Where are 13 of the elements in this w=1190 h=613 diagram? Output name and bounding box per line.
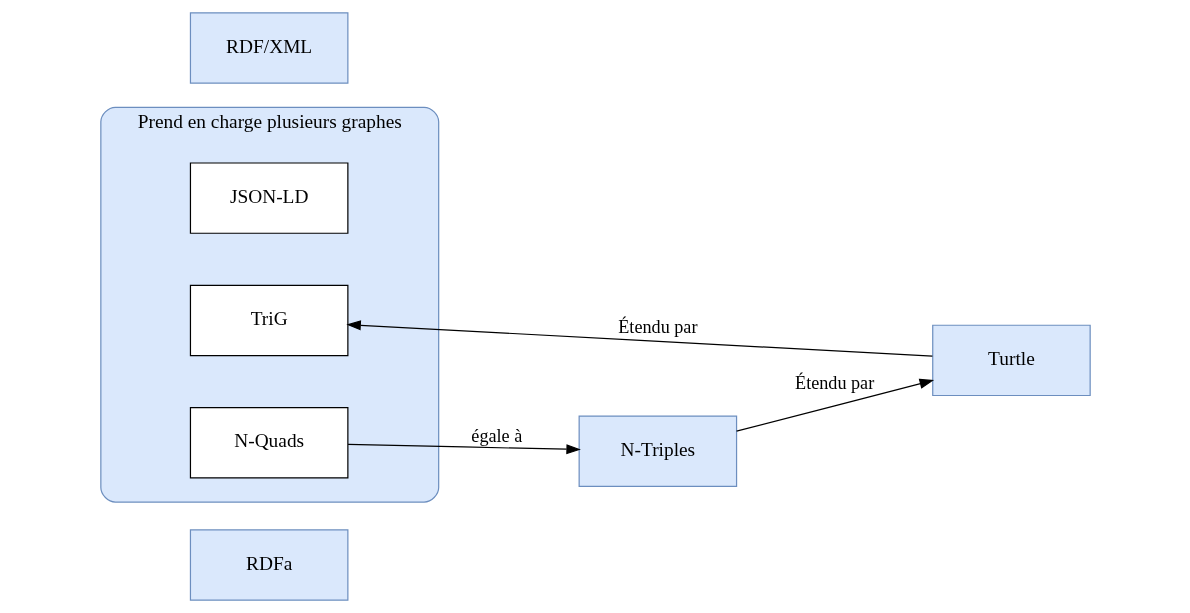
arrow [346,443,581,455]
node-box: TriG [189,284,348,357]
edge-label: égale à [470,425,522,446]
node-box: RDFa [189,529,348,601]
arrow [345,320,933,357]
arrow [735,378,934,432]
node-box: N-Quads [189,407,348,479]
node-box: JSON-LD [189,162,348,234]
node-box: N-Triples [578,415,737,487]
node-box: RDF/XML [189,12,348,84]
node-box: Turtle [931,324,1091,397]
edge-label: Étendu par [794,373,874,394]
edge-label: Étendu par [617,316,697,337]
